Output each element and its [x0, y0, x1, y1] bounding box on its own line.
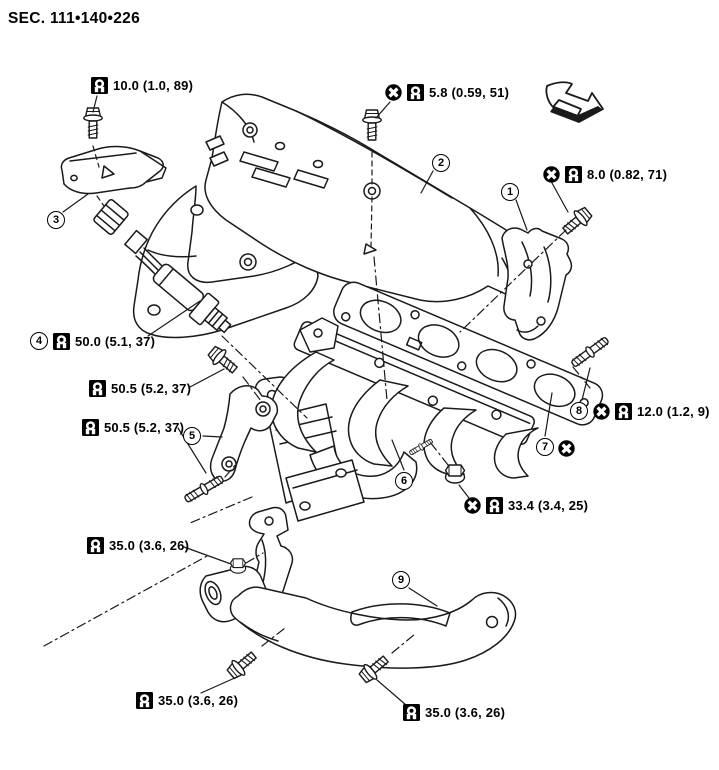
part-upper-cover: [190, 93, 563, 306]
callout-5: 5: [183, 427, 201, 445]
part-mid-bracket: [209, 385, 279, 482]
torque-label: 35.0 (3.6, 26): [87, 536, 189, 554]
leader-lines: [62, 95, 591, 706]
torque-wrench-icon: [403, 703, 420, 721]
torque-value: 35.0 (3.6, 26): [109, 537, 190, 553]
torque-label: 8 12.0 (1.2, 9): [570, 402, 710, 420]
torque-label: 10.0 (1.0, 89): [91, 76, 193, 94]
torque-value: 35.0 (3.6, 26): [425, 704, 506, 720]
torque-wrench-icon: [615, 402, 632, 420]
torque-value: 50.5 (5.2, 37): [111, 380, 192, 396]
torque-value: 8.0 (0.82, 71): [587, 166, 668, 182]
torque-value: 50.0 (5.1, 37): [75, 333, 156, 349]
torque-wrench-icon: [486, 496, 503, 514]
torque-wrench-icon: [82, 418, 99, 436]
torque-label: 50.5 (5.2, 37): [89, 379, 191, 397]
torque-label: 33.4 (3.4, 25): [464, 496, 588, 514]
non-reusable-x-icon: [593, 402, 610, 420]
torque-wrench-icon: [89, 379, 106, 397]
torque-wrench-icon: [565, 165, 582, 183]
torque-label: 4 50.0 (5.1, 37): [30, 332, 155, 350]
torque-label: 50.5 (5.2, 37): [82, 418, 184, 436]
part-upper-bracket: [60, 145, 167, 195]
torque-wrench-icon: [407, 83, 424, 101]
callout-1: 1: [501, 183, 519, 201]
torque-value: 50.5 (5.2, 37): [104, 419, 185, 435]
assembly-axis-lines: [43, 145, 591, 654]
torque-value: 5.8 (0.59, 51): [429, 84, 510, 100]
part-right-shield: [501, 227, 573, 341]
non-reusable-x-icon: [558, 440, 575, 457]
part-gasket: [333, 281, 604, 426]
callout-3: 3: [47, 211, 65, 229]
part-exhaust-manifold: [254, 317, 539, 522]
torque-wrench-icon: [87, 536, 104, 554]
non-reusable-x-icon: [543, 165, 560, 183]
torque-label: 35.0 (3.6, 26): [403, 703, 505, 721]
callout-9: 9: [392, 571, 410, 589]
callout-7: 7: [536, 438, 554, 456]
part-o2-sensor: [93, 199, 232, 334]
torque-label: 35.0 (3.6, 26): [136, 691, 238, 709]
callout-4: 4: [30, 332, 48, 350]
torque-wrench-icon: [53, 332, 70, 350]
torque-value: 35.0 (3.6, 26): [158, 692, 239, 708]
torque-wrench-icon: [91, 76, 108, 94]
callout-2: 2: [432, 154, 450, 172]
callout-6: 6: [395, 472, 413, 490]
callout-8: 8: [570, 402, 588, 420]
non-reusable-x-icon: [464, 496, 481, 514]
torque-label: 8.0 (0.82, 71): [543, 165, 667, 183]
front-direction-arrow-icon: [545, 81, 604, 123]
torque-value: 12.0 (1.2, 9): [637, 403, 710, 419]
torque-value: 33.4 (3.4, 25): [508, 497, 589, 513]
section-title: SEC. 111•140•226: [8, 10, 141, 27]
torque-label: 5.8 (0.59, 51): [385, 83, 509, 101]
torque-wrench-icon: [136, 691, 153, 709]
torque-value: 10.0 (1.0, 89): [113, 77, 194, 93]
part-lower-cover: [199, 565, 517, 669]
non-reusable-x-icon: [385, 83, 402, 101]
